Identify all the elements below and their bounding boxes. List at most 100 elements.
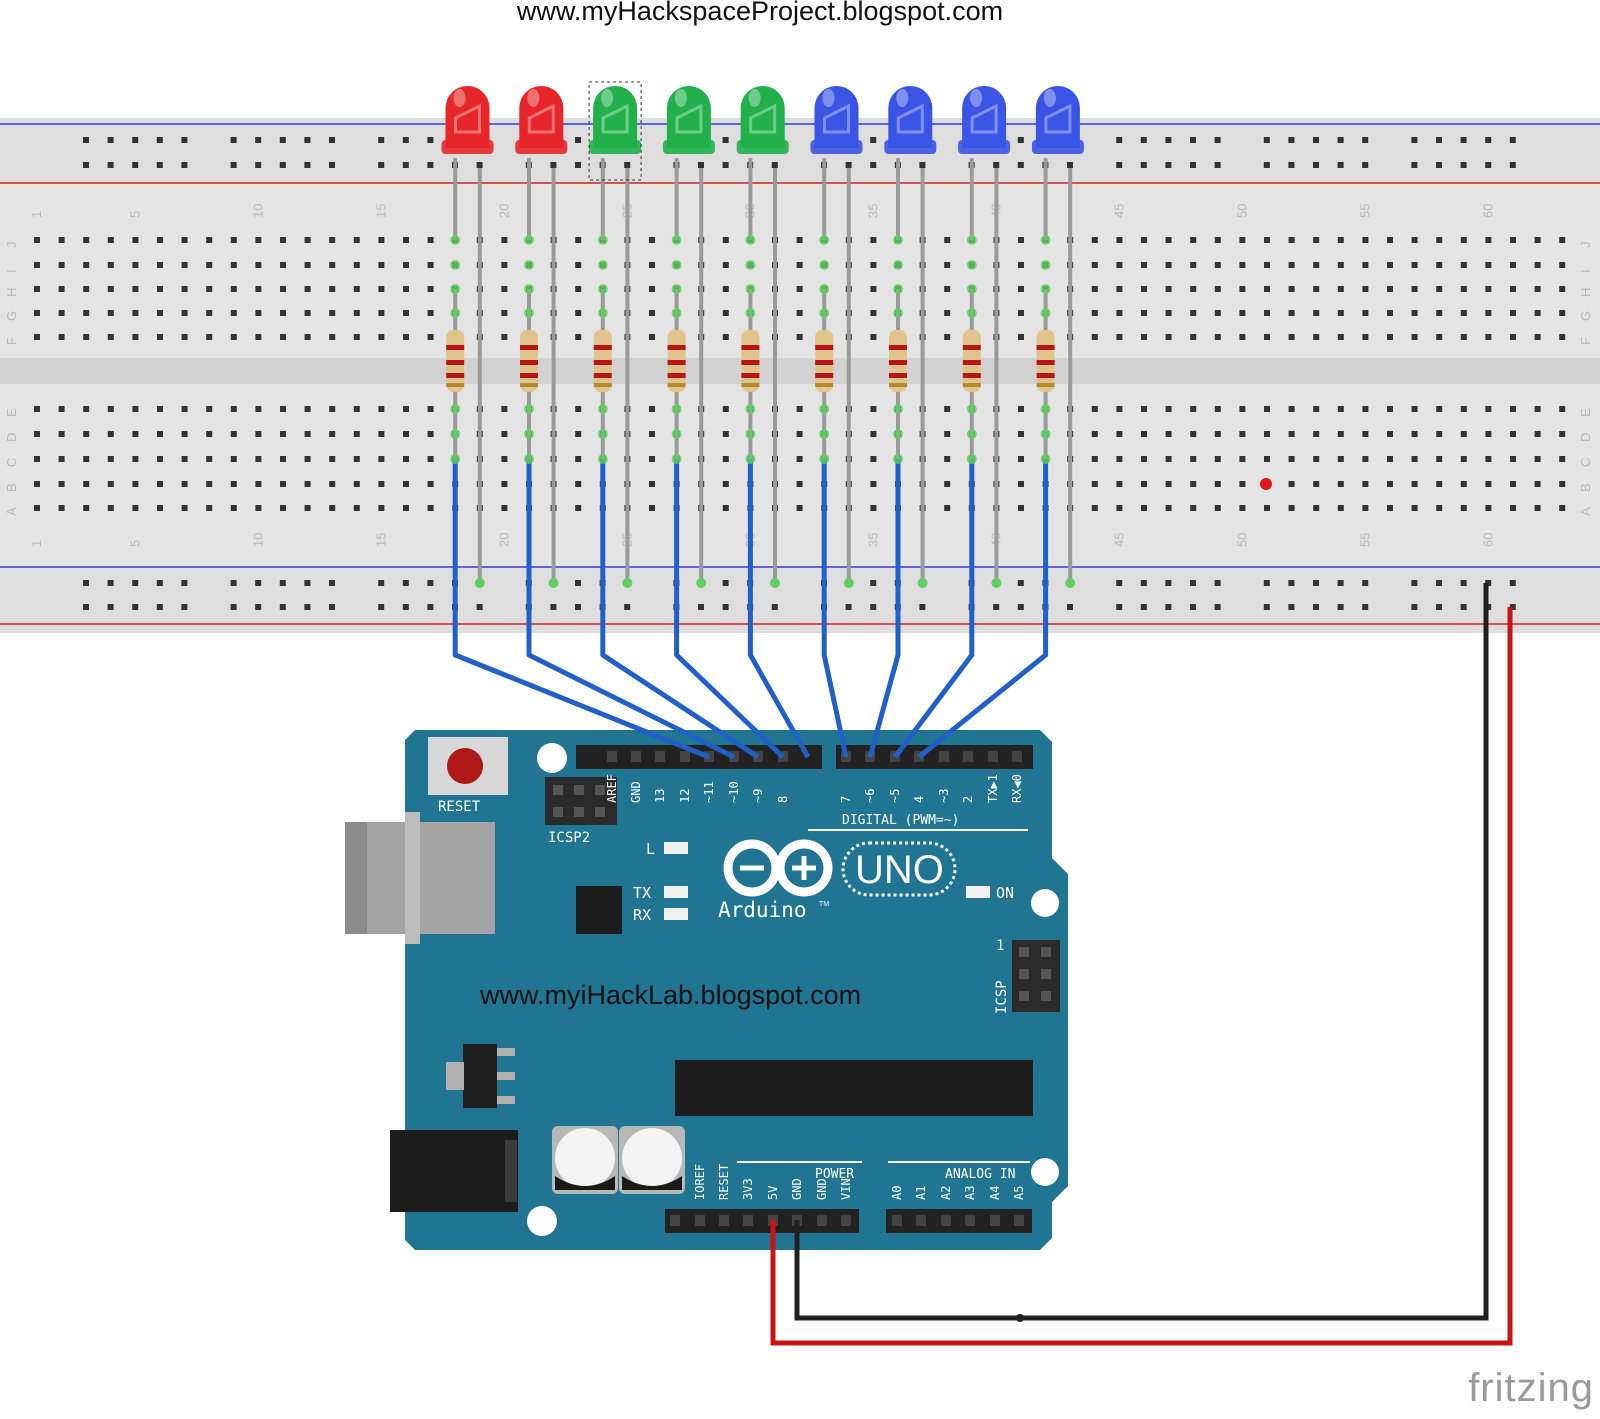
hole [870,406,877,412]
rail-hole [83,162,89,168]
hole [329,237,336,243]
hole [1362,334,1369,340]
hole [83,262,90,268]
hole [1362,431,1369,437]
hole [944,334,951,340]
hole [1091,505,1098,511]
hole [427,456,434,462]
hole [1436,481,1443,487]
resistor-7 [889,330,907,392]
rail-hole [1116,580,1123,586]
hole [329,505,336,511]
hole [1190,286,1197,292]
hole [944,237,951,243]
power-pin [817,1215,827,1226]
hole [1214,286,1221,292]
capacitor-2 [619,1126,685,1194]
hole [378,505,385,511]
digital-label: DIGITAL (PWM=~) [842,813,959,828]
hole [427,431,434,437]
digital-pin [939,751,949,762]
connection-marker [893,235,903,245]
rail-hole [255,162,262,168]
hole [1116,481,1123,487]
hole [83,456,90,462]
connection-marker [819,429,830,439]
hole [280,286,286,292]
rail-hole [1116,137,1123,143]
rail-hole [255,580,262,586]
digital-pin-label: ~10 [727,781,741,803]
hole [796,406,803,412]
rail-hole [230,162,237,168]
analog-in-label: ANALOG IN [945,1167,1015,1182]
hole [181,456,188,462]
rail-hole [83,604,89,610]
hole [1141,262,1147,268]
hole [1288,481,1295,487]
hole [575,406,582,412]
connection-marker [770,578,780,588]
hole [1239,334,1246,340]
hole [1264,262,1270,268]
hole [304,481,311,487]
connection-marker [745,308,756,318]
hole [1214,237,1221,243]
hole [132,237,139,243]
hole [1288,431,1295,437]
rail-hole [230,580,237,586]
hole [1018,237,1024,243]
hole [1239,237,1246,243]
hole [403,262,409,268]
hole [157,286,163,292]
power-pin-label: GND [790,1178,804,1200]
rail-hole [1214,137,1221,143]
rail-hole [1067,604,1073,610]
digital-pin-label: ~9 [751,789,765,803]
icsp-pin [1041,969,1051,979]
hole [280,505,286,511]
hole [353,286,360,292]
hole [427,505,434,511]
rail-hole [1337,580,1344,586]
hole [403,237,409,243]
hole [575,334,582,340]
rail-hole [83,137,89,143]
power-pin-label: 3V3 [741,1178,755,1200]
hole [58,262,65,268]
hole [1559,262,1566,268]
digital-pin-label: ~3 [937,789,951,803]
hole [1313,262,1320,268]
connection-marker [893,308,903,318]
connection-marker [597,404,608,414]
rail-hole [230,604,237,610]
hole [83,406,90,412]
analog-pin [941,1215,951,1226]
connection-marker [597,235,608,245]
connection-marker [1040,260,1051,270]
hole [1313,456,1320,462]
connection-marker [597,284,608,294]
led-1 [441,86,494,154]
rail-hole [1190,580,1196,586]
hole [132,456,139,462]
hole [329,431,336,437]
hole [58,237,65,243]
hole [83,334,90,340]
analog-pin-label: A2 [939,1186,953,1200]
hole [1362,505,1369,511]
rail-hole [476,162,483,168]
icsp-pin [1041,947,1051,957]
rail-hole [1436,580,1442,586]
hole [649,262,655,268]
rail-hole [378,162,385,168]
hole [329,262,336,268]
connection-marker [450,429,461,439]
hole [280,481,286,487]
led-tx-label: TX [633,884,651,902]
hole [501,481,508,487]
hole [1141,456,1147,462]
hole [304,334,311,340]
hole [1239,481,1246,487]
